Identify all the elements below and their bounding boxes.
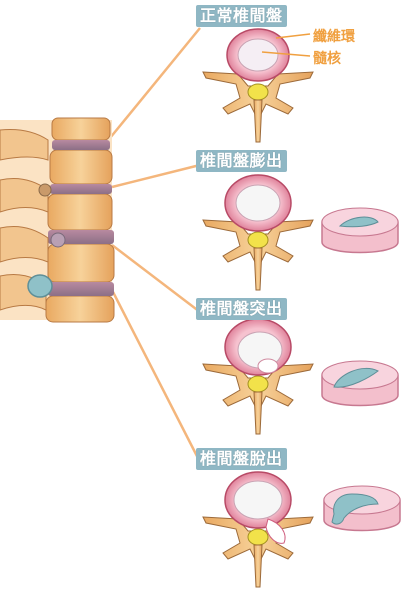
side-disc-extrusion	[323, 485, 401, 532]
annotation-nucleus: 髓核	[313, 51, 341, 67]
label-disc-protrusion: 椎間盤突出	[196, 298, 287, 320]
axial-extrusion	[202, 471, 314, 588]
leader-line-extrusion	[110, 289, 202, 463]
spine-side-view	[0, 117, 115, 323]
side-disc-bulge	[321, 207, 399, 254]
leader-line-protrusion	[111, 244, 201, 313]
axial-bulge	[202, 174, 314, 291]
disc-side-2	[50, 184, 112, 194]
vertebra-1	[51, 117, 111, 141]
disc-side-4	[48, 282, 114, 296]
label-normal-disc: 正常椎間盤	[196, 5, 287, 27]
leader-line-bulge	[111, 163, 201, 189]
leader-line-normal	[109, 27, 201, 139]
axial-protrusion	[202, 318, 314, 435]
vertebra-3	[47, 193, 113, 231]
disc-side-1	[52, 140, 110, 150]
label-disc-bulge: 椎間盤膨出	[196, 150, 287, 172]
vertebra-5	[45, 295, 115, 323]
annotation-pointers	[261, 33, 311, 57]
side-disc-protrusion	[321, 360, 399, 407]
leader-lines	[109, 27, 202, 463]
label-disc-extrusion: 椎間盤脫出	[196, 448, 287, 470]
annotation-annulus: 纖維環	[313, 29, 355, 45]
vertebra-2	[49, 149, 113, 185]
axial-normal	[202, 28, 314, 143]
vertebra-4	[47, 243, 115, 283]
